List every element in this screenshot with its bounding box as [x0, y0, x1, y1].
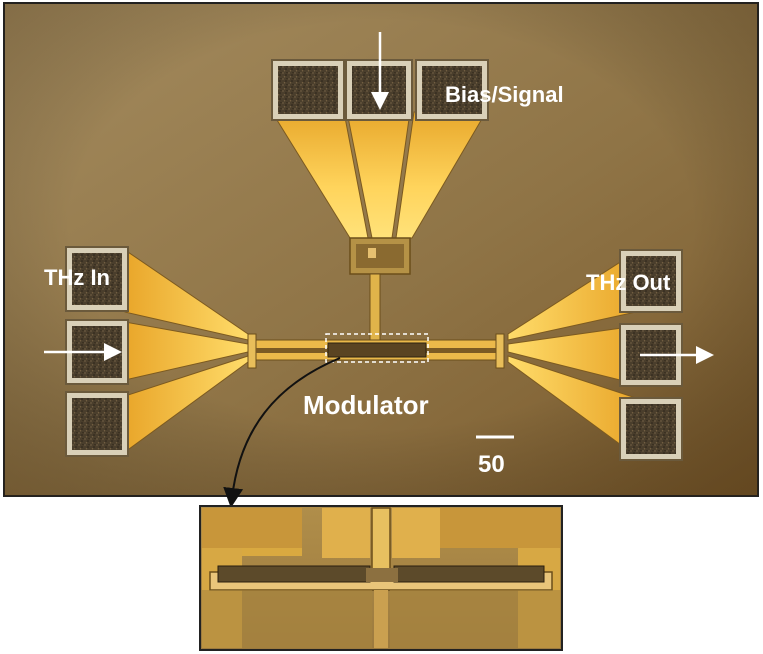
waveguide [247, 333, 505, 369]
micrograph-panel: Bias/Signal THz In THz Out Modulator 50 [3, 2, 759, 497]
left-pad-traces [124, 249, 249, 453]
thz-in-label: THz In [44, 265, 110, 290]
thz-out-label: THz Out [586, 270, 671, 295]
bias-signal-label: Bias/Signal [445, 82, 564, 107]
zoom-callout-icon [223, 357, 341, 508]
bias-stub [349, 237, 411, 349]
arrow-down-icon [371, 32, 389, 110]
arrow-right-icon [640, 346, 714, 364]
modulator-label: Modulator [303, 390, 429, 420]
scale-bar-value: 50 [478, 451, 505, 478]
arrow-right-icon [44, 343, 122, 361]
right-pad-traces [507, 251, 637, 457]
zoom-inset-panel [199, 505, 563, 651]
modulator-highlight-box [325, 333, 429, 363]
